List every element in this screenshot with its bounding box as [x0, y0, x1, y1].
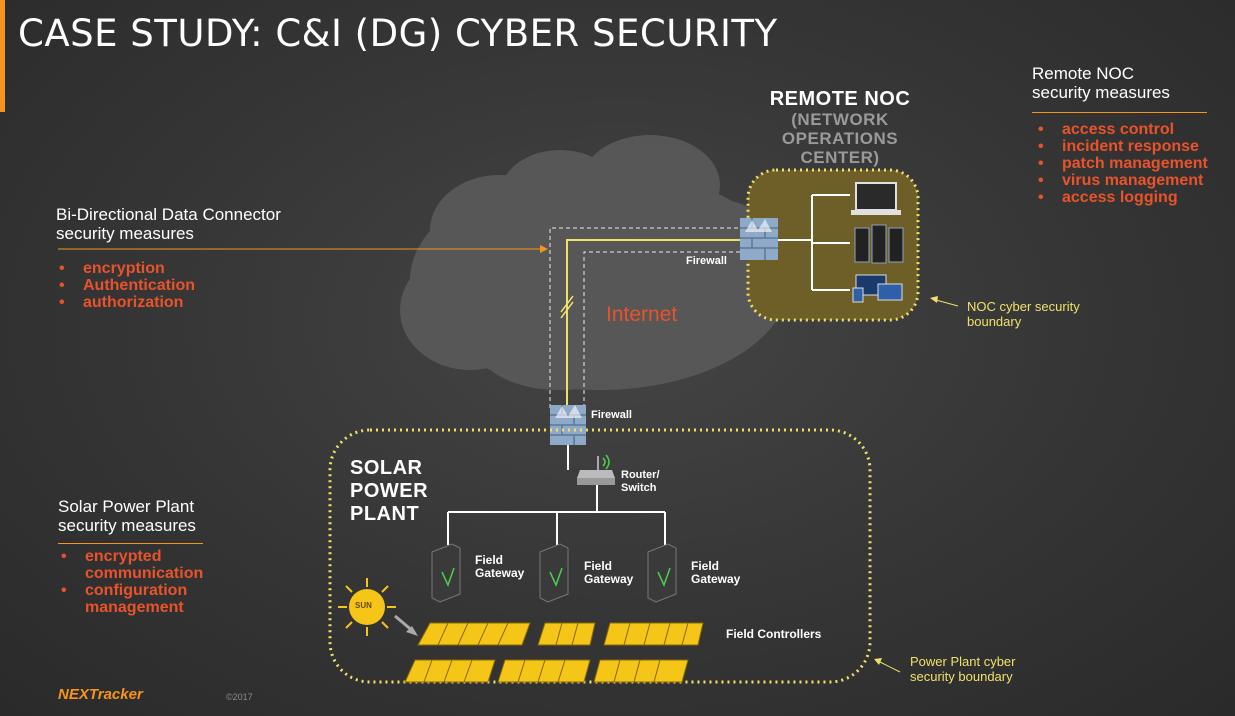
connector-heading-1: Bi-Directional Data Connector [56, 205, 281, 224]
remote-noc-title: REMOTE NOC [769, 88, 911, 110]
list-item: virus management [1035, 172, 1208, 189]
plant-boundary-label: Power Plant cyber security boundary [910, 654, 1016, 684]
gateway-connections [447, 485, 666, 545]
copyright: ©2017 [226, 692, 253, 702]
internet-cloud-shape [400, 135, 790, 390]
solar-panels [404, 622, 704, 683]
remote-noc-measures: Remote NOC security measures access cont… [1032, 64, 1208, 206]
page-title: CASE STUDY: C&I (DG) CYBER SECURITY [18, 12, 778, 55]
laptop-icon [851, 182, 901, 215]
firewall-plant-label: Firewall [591, 409, 632, 421]
router-icon [577, 454, 615, 485]
secure-link [566, 239, 740, 408]
sun-label: SUN [355, 601, 372, 610]
connector-measures: Bi-Directional Data Connector security m… [56, 205, 281, 311]
nextracker-logo: NEXTracker [58, 686, 143, 703]
field-gateway-label-1: Field Gateway [475, 553, 525, 580]
firewall-noc-label: Firewall [686, 255, 727, 267]
connector-list: encryption Authentication authorization [56, 260, 281, 311]
devices-icon [852, 274, 903, 303]
remote-noc-heading-1: Remote NOC [1032, 64, 1135, 83]
list-item: patch management [1035, 155, 1208, 172]
field-gateway-label-3: Field Gateway [691, 559, 741, 586]
firewall-plant-icon [550, 405, 586, 445]
noc-boundary-label: NOC cyber security boundary [967, 299, 1080, 329]
connector-heading-2: security measures [56, 224, 194, 243]
panel-grid [423, 622, 689, 683]
solar-measures: Solar Power Plant security measures encr… [58, 497, 238, 616]
plant-boundary [328, 428, 872, 684]
list-item: authorization [56, 294, 281, 311]
server-icon [854, 224, 904, 264]
remote-noc-subtitle: (NETWORK OPERATIONS CENTER) [781, 110, 899, 167]
field-gateway-label-2: Field Gateway [584, 559, 634, 586]
list-item: Authentication [56, 277, 281, 294]
solar-heading-2: security measures [58, 516, 196, 535]
sun-icon [338, 578, 396, 636]
solar-rule [58, 543, 203, 544]
list-item: incident response [1035, 138, 1208, 155]
remote-noc-heading-2: security measures [1032, 83, 1170, 102]
solar-heading-1: Solar Power Plant [58, 497, 195, 516]
solar-plant-title: SOLAR POWER PLANT [350, 457, 429, 525]
field-controllers-label: Field Controllers [726, 627, 822, 641]
list-item: encrypted communication [58, 548, 238, 582]
field-gateway-icon-1 [431, 543, 461, 603]
solar-list: encrypted communication configuration ma… [58, 548, 238, 616]
field-gateway-icon-2 [539, 543, 569, 603]
list-item: access control [1035, 121, 1208, 138]
remote-noc-list: access control incident response patch m… [1035, 121, 1208, 206]
router-label: Router/ Switch [621, 469, 660, 494]
accent-bar [0, 0, 5, 112]
list-item: access logging [1035, 189, 1208, 206]
internet-label: Internet [606, 303, 678, 326]
field-gateway-icon-3 [647, 543, 677, 603]
remote-noc-rule [1032, 112, 1207, 113]
tunnel-lines [549, 227, 740, 408]
list-item: configuration management [58, 582, 238, 616]
noc-connections [778, 194, 850, 291]
firewall-noc-icon [740, 218, 778, 260]
connector-arrowhead [540, 245, 548, 253]
list-item: encryption [56, 260, 281, 277]
